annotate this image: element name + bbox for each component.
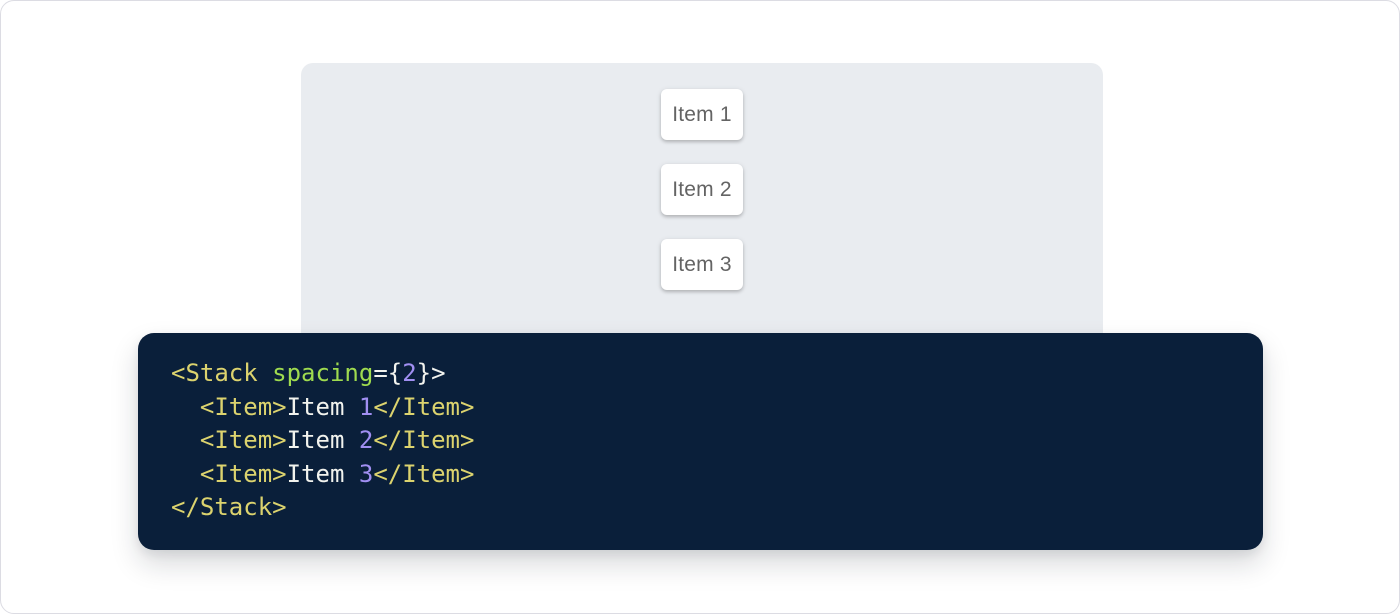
code-token: Item [286, 392, 359, 421]
code-line: </Stack> [171, 491, 1230, 525]
code-token: }> [416, 359, 446, 387]
code-token: Item [286, 426, 359, 454]
code-token: <Item> [199, 459, 287, 488]
code-snippet: <Stack spacing={2}> <Item>Item 1</Item> … [171, 357, 1230, 525]
code-token [171, 426, 200, 454]
code-line: <Item>Item 1</Item> [171, 391, 1230, 425]
item-label: Item 2 [672, 177, 732, 201]
item-card: Item 1 [661, 89, 743, 140]
code-line: <Stack spacing={2}> [171, 357, 1230, 391]
code-token: 1 [358, 392, 374, 421]
item-label: Item 1 [672, 102, 732, 126]
code-token [171, 393, 200, 421]
code-token: </Item> [373, 426, 475, 454]
code-token: ={ [373, 359, 403, 387]
code-token: 3 [358, 459, 374, 488]
item-card: Item 3 [661, 239, 743, 290]
stack-demo-panel: Item 1 Item 2 Item 3 [301, 63, 1103, 348]
code-token: Item [286, 459, 359, 488]
item-label: Item 3 [672, 252, 732, 276]
code-token: </Item> [373, 392, 475, 421]
code-block: <Stack spacing={2}> <Item>Item 1</Item> … [138, 333, 1263, 550]
code-line: <Item>Item 2</Item> [171, 424, 1230, 458]
item-card: Item 2 [661, 164, 743, 215]
code-token: spacing [272, 359, 374, 387]
code-token: <Item> [199, 392, 287, 421]
code-token: 2 [358, 426, 374, 454]
code-token: <Stack [171, 359, 273, 387]
code-token: </Stack> [171, 493, 287, 521]
code-token: <Item> [199, 426, 287, 454]
code-token: 2 [402, 359, 417, 387]
code-token: </Item> [373, 459, 475, 488]
code-line: <Item>Item 3</Item> [171, 458, 1230, 492]
code-token [171, 460, 200, 488]
